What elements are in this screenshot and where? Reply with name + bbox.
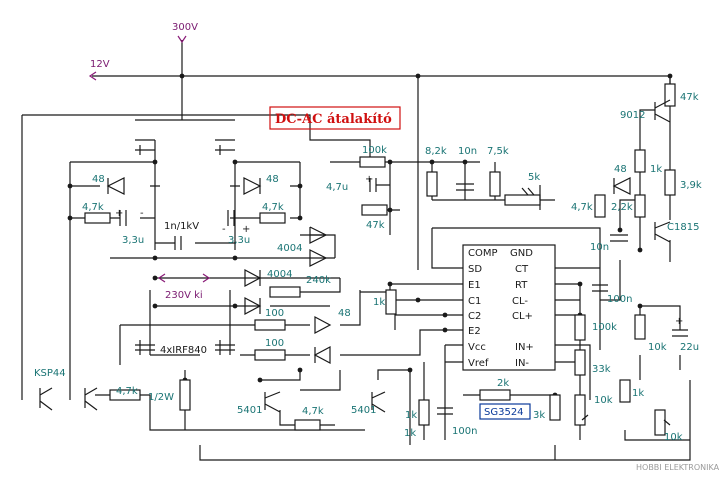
label-minus-c2: - <box>222 224 226 235</box>
capacitors <box>119 178 688 415</box>
sg3524-chip <box>462 244 556 371</box>
label-r1k-out: 1k <box>632 388 644 399</box>
label-r33k: 33k <box>592 364 611 375</box>
label-c10n-top: 10n <box>458 146 477 157</box>
label-r1k-c1: 1k <box>373 297 385 308</box>
potentiometers <box>521 185 671 426</box>
ic-pin-cl-plus: CL+ <box>512 311 533 322</box>
label-plus-c1: + <box>115 208 123 219</box>
label-r2k: 2k <box>497 378 509 389</box>
label-r4k7-left: 4,7k <box>82 202 104 213</box>
ac-output-terminal-icon <box>157 273 211 283</box>
ic-pin-c2: C2 <box>468 311 481 322</box>
label-c3u3-right: 3,3u <box>228 235 250 246</box>
ic-pin-rt: RT <box>515 280 528 291</box>
label-q5401-left: 5401 <box>237 405 262 416</box>
diodes <box>106 177 631 364</box>
label-r48-left: 48 <box>92 174 105 185</box>
ic-pin-in-plus: IN+ <box>515 342 534 353</box>
label-c100n-vref: 100n <box>452 426 477 437</box>
label-r4k7-ksp: 4,7k <box>116 386 138 397</box>
label-r47k-right: 47k <box>680 92 699 103</box>
label-r3k9: 3,9k <box>680 180 702 191</box>
label-c1n1kv: 1n/1kV <box>164 221 199 232</box>
ic-name-label: SG3524 <box>484 407 524 418</box>
label-r12w: 1/2W <box>148 392 174 403</box>
300v-terminal-icon <box>177 35 187 44</box>
label-r100k-top: 100k <box>362 145 387 156</box>
label-q9012: 9012 <box>620 110 645 121</box>
label-plus-c3: + <box>365 174 373 185</box>
supply-300v-label: 300V <box>172 22 198 33</box>
ic-pin-comp: COMP <box>468 248 498 259</box>
label-pot10k-in: 10k <box>594 395 613 406</box>
label-r4k7-b: 4,7k <box>571 202 593 213</box>
ic-pin-sd: SD <box>468 264 482 275</box>
supply-12v-label: 12V <box>90 59 110 70</box>
ic-pin-vref: Vref <box>468 358 489 369</box>
label-plus-c4: + <box>675 316 683 327</box>
label-r3k: 3k <box>533 410 545 421</box>
label-r1k-vref: 1k <box>405 410 417 421</box>
title-frame <box>269 106 401 130</box>
label-r7k5: 7,5k <box>487 146 509 157</box>
ic-pin-ct: CT <box>515 264 529 275</box>
diagram-title: DC-AC átalakító <box>275 112 392 127</box>
ic-pin-e1: E1 <box>468 280 481 291</box>
ic-pin-in-minus: IN- <box>515 358 529 369</box>
label-plus-c2: + <box>242 224 250 235</box>
label-d4004-b: 4004 <box>267 269 292 280</box>
ic-pin-e2: E2 <box>468 326 481 337</box>
label-qc1815: C1815 <box>667 222 699 233</box>
label-r100-b: 100 <box>265 338 284 349</box>
label-r240k: 240k <box>306 275 331 286</box>
label-ksp44: KSP44 <box>34 368 66 379</box>
label-q5401-right: 5401 <box>351 405 376 416</box>
resistors <box>84 83 676 436</box>
label-r10k-out: 10k <box>648 342 667 353</box>
label-c3u3-left: 3,3u <box>122 235 144 246</box>
label-r8k2: 8,2k <box>425 146 447 157</box>
label-c22u: 22u <box>680 342 699 353</box>
label-pot10k-out: 10k <box>664 432 683 443</box>
transistors <box>39 99 671 413</box>
ic-pin-cl-minus: CL- <box>512 296 528 307</box>
label-pot5k: 5k <box>528 172 540 183</box>
ic-name-box <box>479 403 531 420</box>
label-r48-right: 48 <box>614 164 627 175</box>
watermark: HOBBI ELEKTRONIKA <box>636 463 720 472</box>
label-minus-c1: - <box>140 208 144 219</box>
label-c4u7: 4,7u <box>326 182 348 193</box>
ic-pin-vcc: Vcc <box>468 342 486 353</box>
ac-output-label: 230V ki <box>165 290 203 301</box>
label-irf840: 4xIRF840 <box>160 345 207 356</box>
label-r1k-right: 1k <box>650 164 662 175</box>
label-r48-r: 48 <box>266 174 279 185</box>
label-r2k2: 2,2k <box>611 202 633 213</box>
ic-pin-c1: C1 <box>468 296 481 307</box>
label-c10n-right: 10n <box>590 242 609 253</box>
wiring <box>21 40 691 461</box>
label-d4004-a: 4004 <box>277 243 302 254</box>
label-c100n-ct: 100n <box>607 294 632 305</box>
label-r48-mid: 48 <box>338 308 351 319</box>
label-r4k7-r: 4,7k <box>262 202 284 213</box>
label-r100-a: 100 <box>265 308 284 319</box>
junction-dots <box>67 73 673 398</box>
12v-terminal-icon <box>88 71 97 81</box>
label-r47k-mid: 47k <box>366 220 385 231</box>
label-r1k-5401: 1k <box>404 428 416 439</box>
ic-pin-gnd: GND <box>510 248 533 259</box>
label-r4k7-5401: 4,7k <box>302 406 324 417</box>
label-r100k-in: 100k <box>592 322 617 333</box>
